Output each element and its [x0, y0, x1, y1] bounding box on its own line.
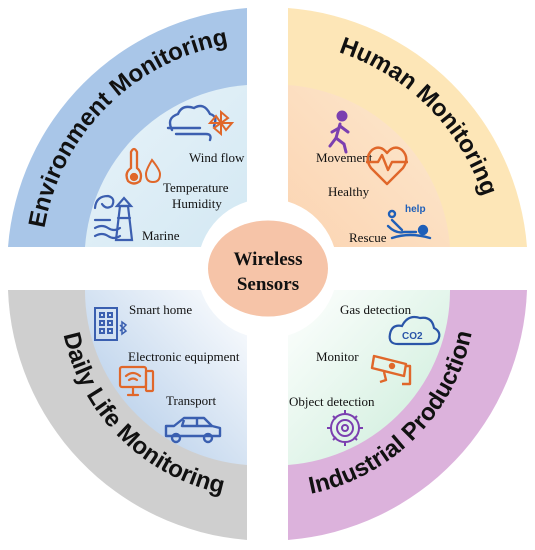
- center-hub: Wireless Sensors: [197, 198, 338, 339]
- security-camera-icon: [370, 354, 412, 386]
- thermometer-icon: [125, 147, 143, 185]
- label-help: help: [405, 204, 426, 215]
- label-rescue: Rescue: [349, 230, 387, 245]
- label-humidity: Humidity: [172, 196, 222, 211]
- gear-target-icon: [327, 410, 363, 446]
- quadrant-daily: Daily Life Monitoring: [8, 290, 247, 540]
- label-healthy: Healthy: [328, 184, 370, 199]
- label-smart-home: Smart home: [129, 302, 192, 317]
- quadrant-industrial-inner: [288, 290, 451, 465]
- smart-building-icon: [94, 307, 118, 341]
- walking-person-icon: [328, 110, 350, 154]
- label-monitor: Monitor: [316, 349, 359, 364]
- cloud-wind-icon: [166, 104, 217, 142]
- center-ellipse: [208, 220, 328, 317]
- quadrant-industrial: Industrial Production: [288, 290, 527, 540]
- humidity-drop-icon: [144, 158, 162, 184]
- center-title-line2: Sensors: [237, 274, 299, 295]
- bluetooth-icon: [119, 320, 128, 336]
- label-electronic-equipment: Electronic equipment: [128, 349, 240, 364]
- car-icon: [164, 416, 222, 444]
- center-title-line1: Wireless: [234, 249, 303, 270]
- label-gas-detection: Gas detection: [340, 302, 412, 317]
- label-object-detection: Object detection: [289, 394, 375, 409]
- label-temperature: Temperature: [163, 180, 229, 195]
- quadrant-human: Human Monitoring: [288, 8, 527, 247]
- co2-cloud-icon: [388, 315, 441, 346]
- rescue-person-icon: [386, 209, 432, 240]
- label-marine: Marine: [142, 228, 180, 243]
- label-co2: CO2: [402, 331, 423, 342]
- label-wind-flow: Wind flow: [189, 150, 245, 165]
- heartbeat-icon: [366, 146, 408, 186]
- label-movement: Movement: [316, 150, 373, 165]
- wave-lighthouse-icon: [93, 194, 134, 242]
- pinwheel-icon: [207, 109, 235, 137]
- computer-wifi-icon: [118, 365, 155, 397]
- label-transport: Transport: [166, 393, 216, 408]
